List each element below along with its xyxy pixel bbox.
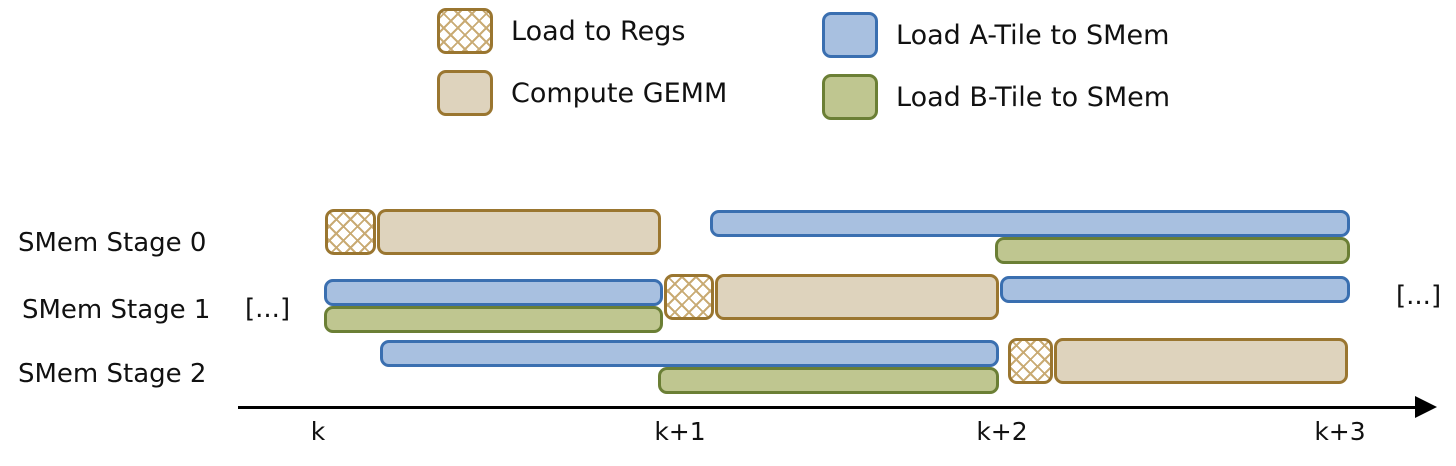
bar-row1-load-a-tile-to-smem [324,279,663,306]
bar-row0-load-b-tile-to-smem [995,237,1350,264]
legend-item-regs: Load to Regs [437,8,685,54]
regs-swatch [437,8,493,54]
row-label-stage-0: SMem Stage 0 [18,228,207,258]
bar-row0-load-to-regs [325,209,376,255]
bar-row0-compute-gemm [377,209,661,255]
bar-row1-load-to-regs [664,274,714,320]
bar-row2-load-b-tile-to-smem [658,367,999,394]
btile-swatch [822,74,878,120]
time-axis-line [238,406,1420,409]
bar-row2-load-a-tile-to-smem [380,340,999,367]
ellipsis-right: [...] [1396,281,1442,311]
axis-tick-label-3: k+3 [1314,417,1366,446]
bar-row2-load-to-regs [1008,338,1053,384]
legend-label: Compute GEMM [511,77,728,109]
gemm-swatch [437,70,493,116]
legend-item-gemm: Compute GEMM [437,70,727,116]
bar-row1-load-a-tile-to-smem [1000,276,1350,303]
bar-row0-load-a-tile-to-smem [710,210,1350,237]
axis-tick-label-2: k+2 [976,417,1028,446]
legend-item-btile: Load B-Tile to SMem [822,74,1170,120]
axis-tick-label-0: k [310,417,326,446]
row-label-stage-1: SMem Stage 1 [22,295,211,325]
bar-row2-compute-gemm [1054,338,1348,384]
legend-label: Load to Regs [511,15,686,47]
ellipsis-left: [...] [245,294,291,324]
legend-label: Load A-Tile to SMem [896,19,1170,51]
axis-tick-label-1: k+1 [654,417,706,446]
bar-row1-compute-gemm [715,274,999,320]
atile-swatch [822,12,878,58]
bar-row1-load-b-tile-to-smem [324,306,663,333]
row-label-stage-2: SMem Stage 2 [18,359,207,389]
legend-item-atile: Load A-Tile to SMem [822,12,1169,58]
legend-label: Load B-Tile to SMem [896,81,1171,113]
time-axis-arrow-icon [1415,396,1437,418]
